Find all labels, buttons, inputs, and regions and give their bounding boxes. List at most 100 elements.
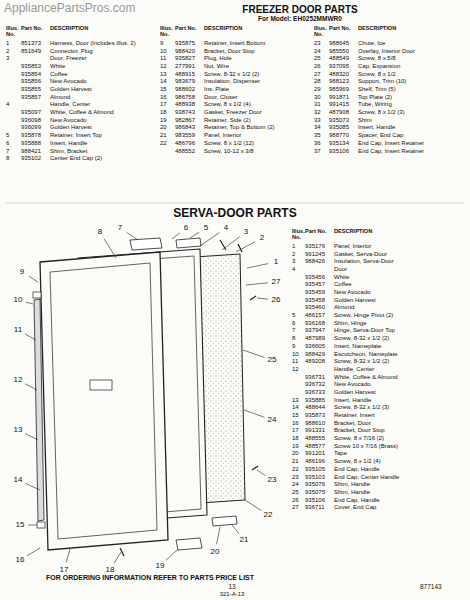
leader-line — [246, 283, 268, 285]
table-cell: 991331 — [305, 427, 333, 434]
table-cell: 937095 — [329, 63, 357, 70]
leader-line — [25, 434, 38, 440]
callout-number: 3 — [244, 227, 248, 236]
table-cell: Retainer, Insert Bottom — [204, 40, 312, 47]
table-cell: 983559 — [175, 132, 203, 139]
table-cell: 487908 — [329, 109, 357, 116]
leader-line — [114, 552, 121, 563]
table-cell: Handle, Center — [50, 101, 158, 108]
table-cell: 20 — [292, 450, 304, 457]
table-cell: New Avocado — [50, 78, 158, 85]
table-cell: Overlay, Interior Door — [358, 48, 466, 55]
callout-number: 25 — [268, 355, 277, 364]
table-cell: 935856 — [21, 78, 49, 85]
table-cell: 14 — [160, 78, 174, 85]
table-cell: 32 — [314, 109, 328, 116]
table-cell: 935176 — [305, 243, 333, 250]
table-cell: 7 — [6, 148, 20, 155]
table-cell: Screw, 8 x 1/2 (4) — [334, 458, 462, 465]
table-cell: Almond — [334, 304, 462, 311]
table-cell: 935857 — [21, 94, 49, 101]
table-cell: Shim, Hinge — [334, 320, 462, 327]
table-cell: 935456 — [305, 274, 333, 281]
table-cell: Screw, Hinge Pivot (2) — [334, 312, 462, 319]
table-cell: 3 — [292, 258, 304, 265]
table-cell: 12 — [160, 63, 174, 70]
table-header: Part No. — [305, 228, 333, 234]
leader-line — [257, 470, 265, 476]
table-cell: 277991 — [175, 63, 203, 70]
leader-line — [27, 548, 40, 556]
table-header: Illus. No. — [314, 25, 328, 38]
table-cell: 18 — [160, 109, 174, 116]
table-cell: 988602 — [175, 86, 203, 93]
table-cell: 937947 — [305, 327, 333, 334]
table-cell: 35 — [314, 132, 328, 139]
table-cell: 17 — [160, 101, 174, 108]
shim-hinge — [176, 238, 201, 248]
table-cell: 991415 — [329, 101, 357, 108]
callout-number: 18 — [106, 565, 115, 574]
table-cell: Nut, Wire — [204, 63, 312, 70]
table-cell: 935875 — [175, 40, 203, 47]
leader-line — [245, 500, 261, 511]
leader-line — [200, 233, 219, 246]
table-cell: White, Coffee & Almond — [50, 109, 158, 116]
table-cell: End Cap, Handle — [334, 466, 462, 473]
callout-number: 5 — [204, 223, 208, 232]
table-header: DESCRIPTION — [334, 228, 462, 234]
table-cell: 27 — [292, 504, 304, 511]
callout-number: 7 — [118, 223, 122, 232]
callout-number: 17 — [60, 565, 69, 574]
table-cell: Panel, Interior — [334, 243, 462, 250]
callout-number: 2 — [260, 233, 264, 242]
table-cell: Retainer, Side (2) — [204, 117, 312, 124]
table-cell: Escutcheon, Nameplate — [334, 351, 462, 358]
doc-code: 321-A-13 — [220, 591, 245, 598]
end-cap — [33, 292, 41, 298]
table-cell: White — [334, 274, 462, 281]
table-cell: Coffee — [334, 281, 462, 288]
table-cell: Tape — [334, 450, 462, 457]
table-cell: 988770 — [329, 132, 357, 139]
table-cell: Bracket, Door — [334, 420, 462, 427]
table-cell: 935073 — [329, 117, 357, 124]
table-cell: 8 — [6, 155, 20, 162]
table-cell: 935103 — [305, 474, 333, 481]
table-cell: 991201 — [305, 450, 333, 457]
leader-line — [247, 264, 268, 268]
table-cell: Insert, Handle — [334, 397, 462, 404]
table-cell: Retainer, Insert — [334, 412, 462, 419]
table-cell: 936731 — [305, 374, 333, 381]
table-cell: 488552 — [175, 148, 203, 155]
table-cell: 25 — [314, 55, 328, 62]
table-cell: 851649 — [21, 48, 49, 55]
table-cell: 486196 — [305, 458, 333, 465]
table-cell: 10 — [160, 48, 174, 55]
leader-line — [190, 232, 199, 238]
door-stop-bracket — [212, 516, 237, 526]
leader-line — [217, 527, 220, 544]
table-cell: 3 — [6, 55, 20, 62]
table-cell: 988420 — [175, 48, 203, 55]
table-cell: 991871 — [329, 94, 357, 101]
table-cell: Screw, 8 x 1/2 — [358, 71, 466, 78]
table-cell: Insert, Nameplate — [334, 343, 462, 350]
table-header: Part No. — [175, 25, 203, 31]
model-number: For Model: EH0252MMWR0 — [258, 15, 342, 22]
table-cell: 988123 — [329, 78, 357, 85]
table-cell: New Avocado — [50, 117, 158, 124]
callout-number: 22 — [264, 510, 273, 519]
table-cell: Screw 10 x 7/16 (Brass) — [334, 443, 462, 450]
table-cell: Golden Harvest — [334, 297, 462, 304]
leader-line — [257, 298, 268, 299]
callout-number: 6 — [184, 223, 188, 232]
table-cell: 936732 — [305, 381, 333, 388]
table-cell: Shim, Bracket — [50, 148, 158, 155]
leader-line — [104, 239, 116, 258]
table-header: Illus. No. — [6, 25, 20, 38]
table-cell: 13 — [292, 397, 304, 404]
table-cell: 5 — [292, 312, 304, 319]
table-cell: Panel, Interior — [204, 132, 312, 139]
screw — [120, 548, 124, 556]
